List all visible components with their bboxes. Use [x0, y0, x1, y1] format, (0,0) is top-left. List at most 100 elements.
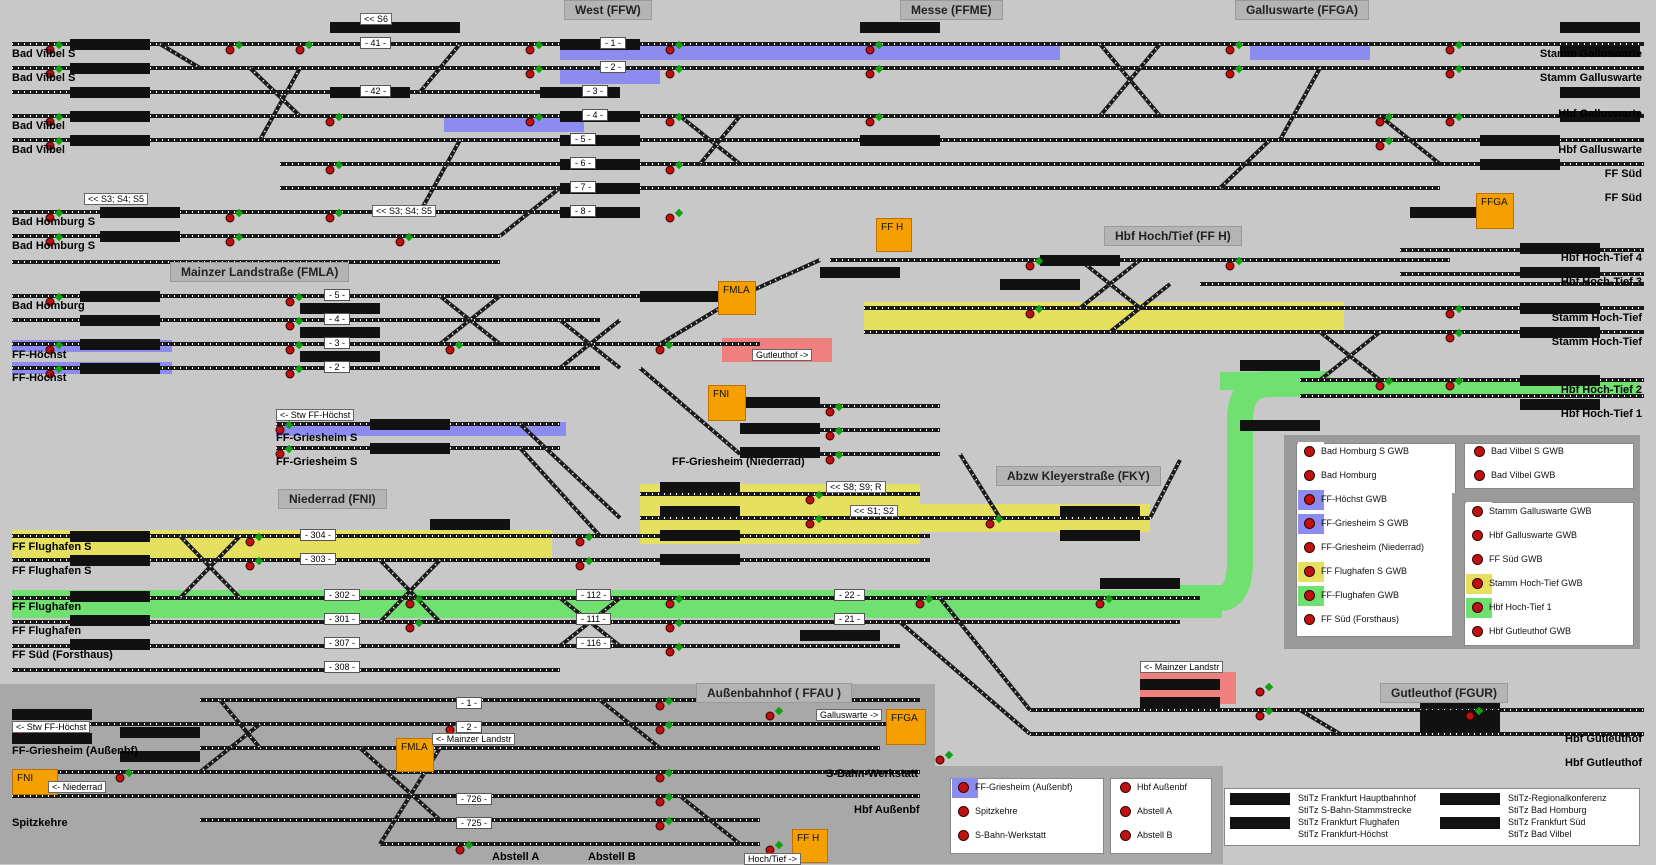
signal-light	[45, 117, 55, 127]
route-tag-niederrad: <- Niederrad	[48, 781, 107, 793]
station-chip-ff-h-top[interactable]: FF H	[876, 218, 912, 252]
signal-light	[1465, 711, 1475, 721]
signal-icon	[1304, 494, 1315, 506]
block-section	[740, 447, 820, 458]
block-section	[1420, 710, 1500, 721]
signal-icon	[1120, 806, 1131, 818]
signal-marker	[454, 340, 464, 350]
signal-marker	[404, 232, 414, 242]
signal-light	[1375, 117, 1385, 127]
legend-left-label: FF-Griesheim S GWB	[1321, 518, 1409, 528]
dest-label-ff-hoechst-1: FF-Höchst	[12, 349, 67, 361]
signal-light	[1445, 309, 1455, 319]
signal-icon	[1304, 566, 1315, 578]
legend-right-item: Stamm Hoch-Tief GWB	[1472, 578, 1583, 590]
track-connector	[218, 698, 262, 750]
track-connector	[418, 42, 462, 94]
block-section	[70, 87, 150, 98]
block-section	[80, 315, 160, 326]
signal-light	[1225, 261, 1235, 271]
signal-light	[285, 369, 295, 379]
station-chip-fmla-2[interactable]: FMLA	[396, 738, 434, 772]
legend-left-label: Bad Homburg	[1321, 470, 1377, 480]
signal-marker	[834, 402, 844, 412]
signal-light	[245, 561, 255, 571]
track-connector-ties	[1379, 115, 1441, 165]
track-number: - 8 -	[570, 205, 597, 217]
legend-right-label: Hbf Galluswarte GWB	[1489, 530, 1578, 540]
track-connector-ties	[679, 115, 741, 165]
dest-label-bad-homburg-s-1: Bad Homburg S	[12, 216, 96, 228]
legend-bottom-b-item: Abstell B	[1120, 830, 1173, 842]
signal-icon	[1120, 830, 1131, 842]
station-chip-ff-h-bottom[interactable]: FF H	[792, 829, 828, 863]
block-section	[1560, 22, 1640, 33]
station-chip-ffga[interactable]: FFGA	[1476, 193, 1514, 229]
signal-light	[445, 345, 455, 355]
signal-marker	[1474, 706, 1484, 716]
signal-marker	[774, 706, 784, 716]
signal-light	[525, 69, 535, 79]
track-connector	[638, 366, 742, 456]
block-section	[740, 397, 820, 408]
track-number: - 7 -	[570, 181, 597, 193]
track-connector	[1218, 138, 1272, 190]
block-section	[1240, 360, 1320, 371]
signal-light	[865, 45, 875, 55]
station-chip-fmla[interactable]: FMLA	[718, 281, 756, 315]
block-section	[430, 519, 510, 530]
block-section	[560, 183, 640, 194]
block-section	[820, 267, 900, 278]
track-number: - 308 -	[324, 661, 361, 673]
track-connector-ties	[199, 723, 261, 773]
block-section	[1060, 506, 1140, 517]
signal-light	[665, 647, 675, 657]
block-section	[300, 327, 380, 338]
legend-bottom-b-label: Abstell A	[1137, 806, 1173, 816]
signal-marker	[234, 232, 244, 242]
block-section	[560, 135, 640, 146]
dest-label-hbf-gutleuthof-1: Hbf Gutleuthof	[1565, 733, 1642, 745]
signal-light	[1255, 687, 1265, 697]
dest-label-bad-vilbel-1: Bad Vilbel	[12, 120, 65, 132]
signal-marker	[924, 594, 934, 604]
track-number: - 5 -	[324, 289, 351, 301]
signal-marker	[284, 444, 294, 454]
signal-icon	[1472, 578, 1483, 590]
signal-marker	[414, 594, 424, 604]
track-connector-ties	[559, 319, 621, 369]
station-chip-fni[interactable]: FNI	[708, 385, 746, 421]
signal-icon	[1472, 602, 1483, 614]
legend-right-label: Hbf Gutleuthof GWB	[1489, 626, 1572, 636]
dest-label-ff-flughafen-2: FF Flughafen	[12, 625, 82, 637]
block-section	[70, 615, 150, 626]
signal-light	[665, 69, 675, 79]
stitz-legend-label: StiTz Frankfurt Süd	[1508, 817, 1586, 827]
track-number: - 112 -	[576, 589, 612, 601]
signal-icon	[958, 806, 969, 818]
signal-light	[1445, 69, 1455, 79]
signal-light	[825, 455, 835, 465]
legend-box-right	[1464, 502, 1634, 646]
signal-light	[865, 117, 875, 127]
signal-marker	[674, 642, 684, 652]
signal-marker	[674, 208, 684, 218]
stitz-block-icon	[1230, 793, 1290, 805]
track-connector-ties	[499, 187, 561, 237]
legend-left-item: Bad Homburg	[1304, 470, 1377, 482]
signal-light	[395, 237, 405, 247]
block-section	[80, 339, 160, 350]
station-chip-ffga-2[interactable]: FFGA	[886, 709, 926, 745]
block-section	[740, 423, 820, 434]
dest-label-hbf-aussenbf: Hbf Außenbf	[854, 804, 920, 816]
route-tag-mainzer-landstr: <- Mainzer Landstr	[1140, 661, 1224, 673]
dest-label-hbf-hoch-tief-4: Hbf Hoch-Tief 4	[1560, 252, 1642, 264]
track-number: - 116 -	[576, 637, 612, 649]
dest-label-hbf-hoch-tief-1: Hbf Hoch-Tief 1	[1560, 408, 1642, 420]
signal-marker	[54, 112, 64, 122]
signal-icon	[1304, 446, 1315, 458]
signal-light	[325, 165, 335, 175]
block-section	[70, 555, 150, 566]
block-section	[120, 751, 200, 762]
